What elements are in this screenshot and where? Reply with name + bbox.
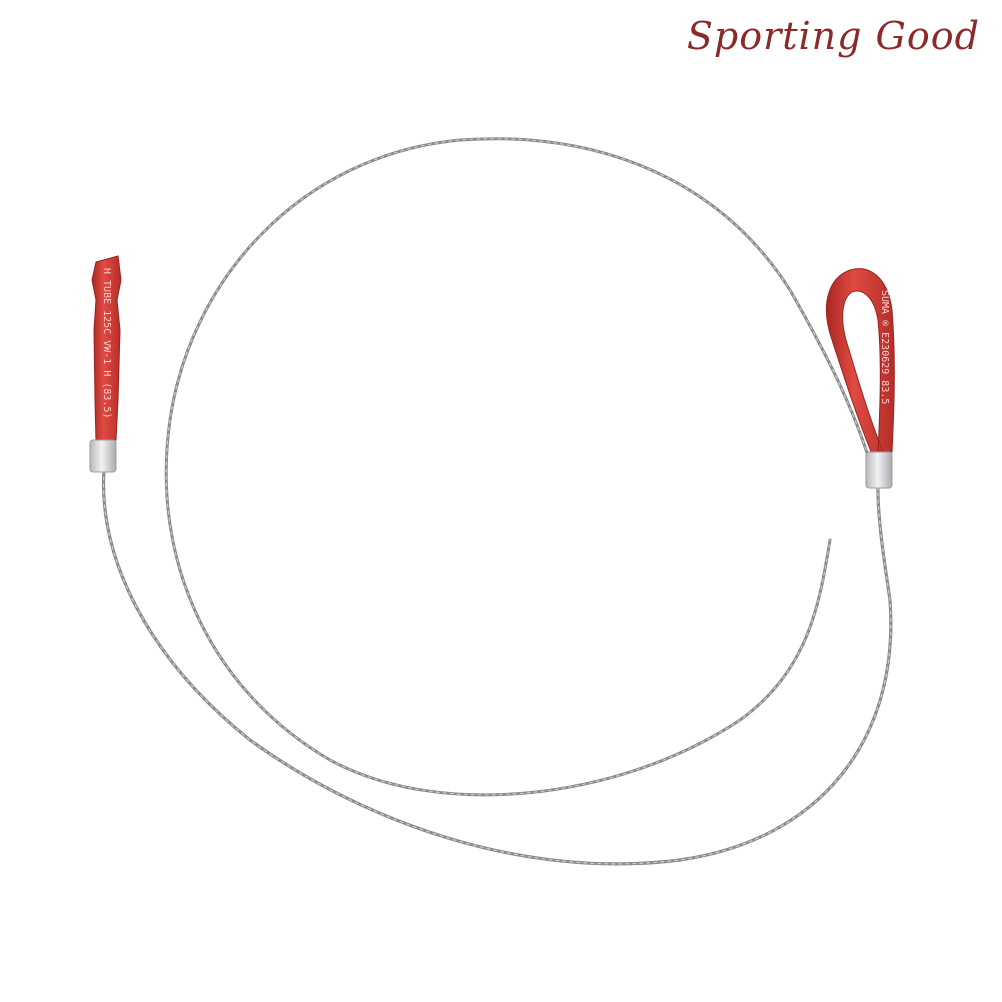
left-handle: H TUBE 125C VW-1 H (83.5) xyxy=(89,255,122,473)
saw-wire xyxy=(101,137,893,866)
left-ferrule xyxy=(89,439,117,473)
right-ferrule xyxy=(865,451,893,489)
watermark-text: Sporting Good xyxy=(686,14,980,58)
right-handle-print: SUMA ® E230629 83.5 xyxy=(879,290,890,404)
left-handle-print: H TUBE 125C VW-1 H (83.5) xyxy=(101,268,112,419)
left-handle-tube xyxy=(91,255,122,443)
right-handle-tube xyxy=(825,268,895,455)
right-handle: SUMA ® E230629 83.5 xyxy=(825,268,895,489)
